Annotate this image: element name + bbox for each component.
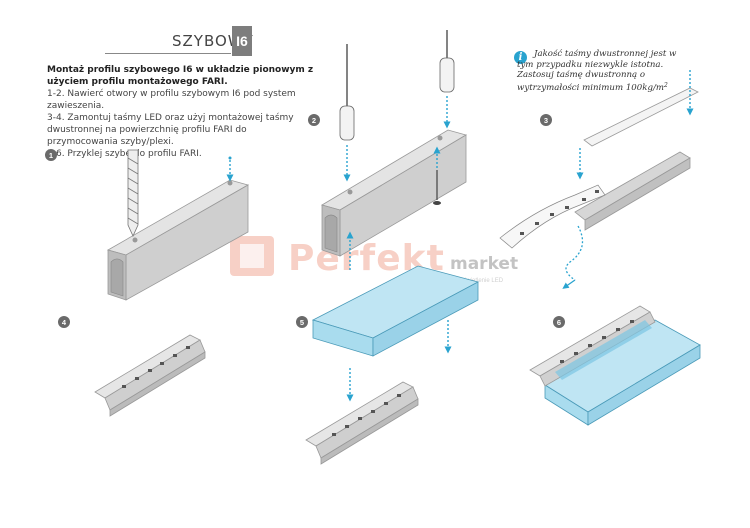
tape-note-text: Jakość taśmy dwustronnej jest w tym przy… [517,49,677,94]
watermark-logo-icon [230,236,274,276]
intro-text: Montaż profilu szybowego I6 w układzie p… [47,64,317,160]
tape-note-superscript: 2 [664,81,668,89]
step-2-suspension-illustration [320,30,468,270]
step-badge-6: 6 [553,316,565,328]
step-4-fari-profile-illustration [94,334,206,417]
step-6-assembled-illustration [529,305,701,426]
step-badge-5: 5 [296,316,308,328]
step-badge-3: 3 [540,114,552,126]
tape-note: Jakość taśmy dwustronnej jest w tym przy… [517,49,677,94]
watermark: Perfekt market oświetlenie LED [228,232,528,294]
title-underline [105,53,231,54]
intro-step-3-4: 3-4. Zamontuj taśmy LED oraz użyj montaż… [47,113,294,147]
watermark-market: market [450,254,519,274]
info-icon: i [514,51,527,64]
step-3-led-tape-illustration [499,70,699,289]
step-badge-2: 2 [308,114,320,126]
profile-badge: I6 [232,26,252,56]
step-badge-4: 4 [58,316,70,328]
step-5-glass-illustration [305,265,480,465]
watermark-sub: oświetlenie LED [460,278,504,284]
step-badge-1: 1 [45,149,57,161]
step-1-drilling-illustration [106,149,250,301]
intro-step-1-2: 1-2. Nawierć otwory w profilu szybowym I… [47,89,296,111]
intro-lead: Montaż profilu szybowego I6 w układzie p… [47,65,314,87]
intro-step-5-6: 5-6. Przyklej szybę do profilu FARI. [47,149,202,159]
drill-bit-icon [127,149,139,237]
